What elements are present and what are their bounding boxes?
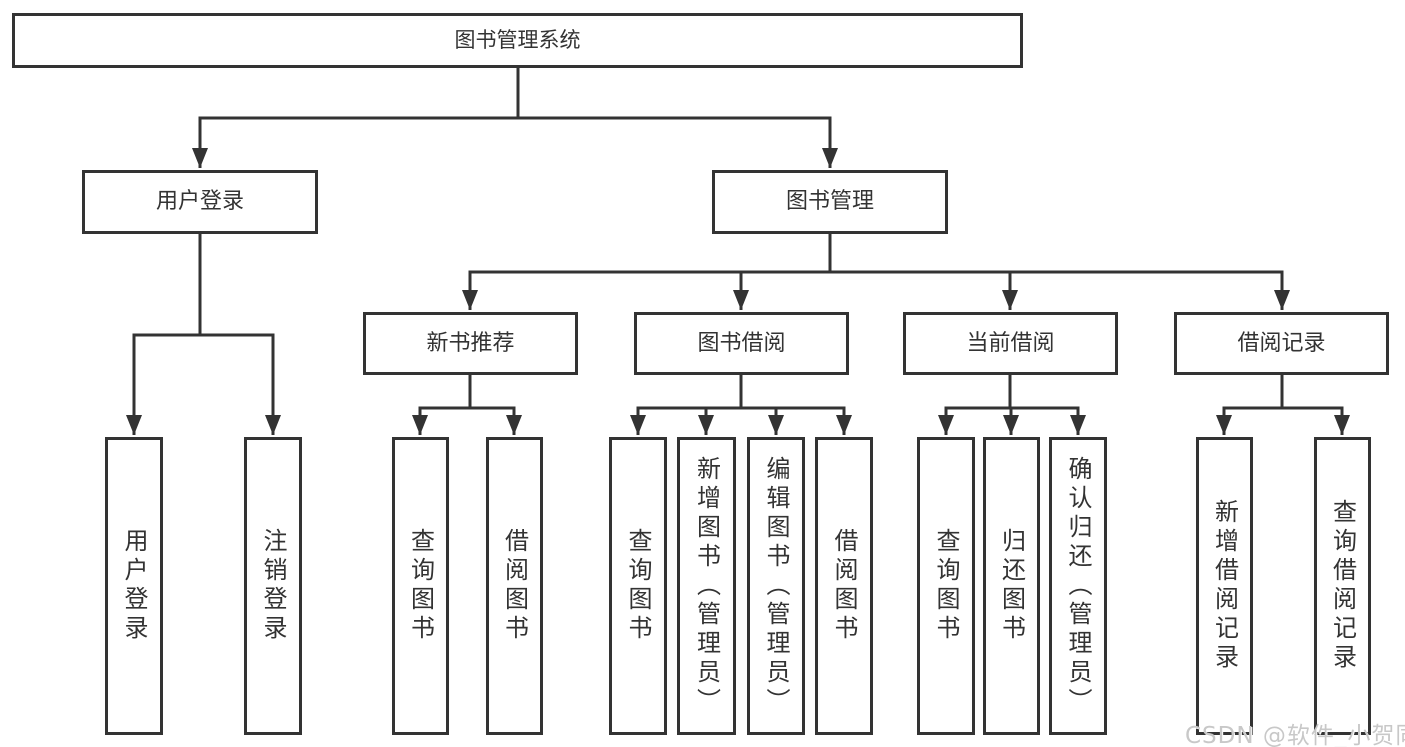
node-cb-return-books: 归还图书 xyxy=(983,437,1040,735)
node-cb-query-books: 查询图书 xyxy=(917,437,975,735)
connector-root-to-level2 xyxy=(192,68,838,168)
node-leaf-user-login: 用户登录 xyxy=(105,437,163,735)
node-leaf-logout: 注销登录 xyxy=(244,437,302,735)
node-bb-edit-books-admin: 编辑图书（管理员） xyxy=(747,437,805,735)
node-new-book-recommend: 新书推荐 xyxy=(363,312,578,375)
node-root-library-system: 图书管理系统 xyxy=(12,13,1023,68)
node-bb-query-books: 查询图书 xyxy=(609,437,667,735)
watermark: CSDN @软件_小贺同学 xyxy=(1185,723,1405,747)
connector-user-login-to-leaves xyxy=(126,234,281,435)
node-nbr-query-books: 查询图书 xyxy=(392,437,449,735)
node-cb-confirm-return-admin: 确认归还（管理员） xyxy=(1049,437,1107,735)
node-bb-borrow-books: 借阅图书 xyxy=(815,437,873,735)
node-nbr-borrow-books: 借阅图书 xyxy=(486,437,543,735)
connector-current-borrowing-to-leaves xyxy=(938,375,1086,435)
node-br-add-record: 新增借阅记录 xyxy=(1196,437,1253,735)
connector-new-book-recommend-to-leaves xyxy=(412,375,522,435)
node-borrowing-records: 借阅记录 xyxy=(1174,312,1389,375)
node-br-query-record: 查询借阅记录 xyxy=(1314,437,1371,735)
node-book-management: 图书管理 xyxy=(712,170,948,234)
connector-book-borrowing-to-leaves xyxy=(630,375,852,435)
node-book-borrowing: 图书借阅 xyxy=(634,312,849,375)
node-current-borrowing: 当前借阅 xyxy=(903,312,1118,375)
connector-book-management-to-level3 xyxy=(462,234,1290,310)
connector-borrowing-records-to-leaves xyxy=(1216,375,1350,435)
node-user-login: 用户登录 xyxy=(82,170,318,234)
node-bb-add-books-admin: 新增图书（管理员） xyxy=(677,437,736,735)
